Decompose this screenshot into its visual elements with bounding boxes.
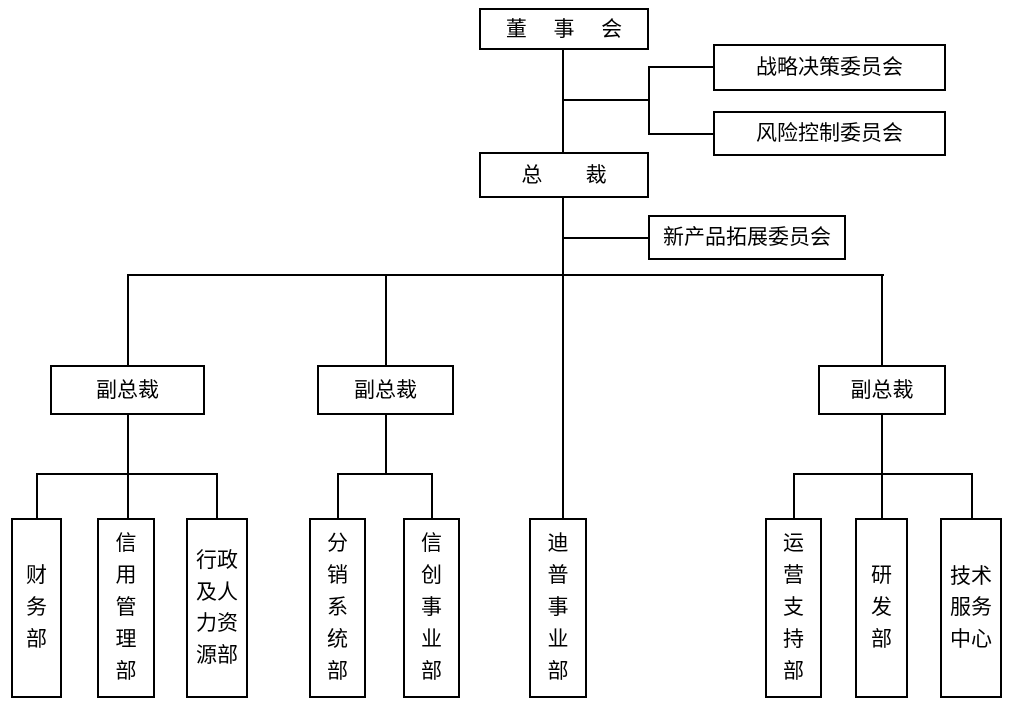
node-label: 新产品拓展委员会 — [663, 225, 831, 249]
node-label: 迪普事业部 — [547, 531, 569, 683]
connector-vp1-drop-hr — [216, 473, 218, 518]
node-board-of-directors[interactable]: 董 事 会 — [479, 8, 649, 50]
connector-to-risk-committee — [648, 133, 714, 135]
node-label: 副总裁 — [96, 377, 159, 402]
connector-vp1-drop-credit — [127, 473, 129, 518]
node-label: 总 裁 — [521, 162, 617, 187]
connector-vp2-stem — [385, 415, 387, 474]
connector-to-strategy-committee — [648, 66, 714, 68]
node-finance-department[interactable]: 财务部 — [11, 518, 62, 698]
connector-bus-drop-vp2 — [385, 274, 387, 365]
connector-vp1-drop-finance — [36, 473, 38, 518]
node-admin-hr-department[interactable]: 行政及人力资源部 — [186, 518, 248, 698]
node-vice-president-3[interactable]: 副总裁 — [818, 365, 946, 415]
node-dptech-business-unit[interactable]: 迪普事业部 — [529, 518, 587, 698]
node-label: 技术服务中心 — [950, 563, 992, 651]
connector-vp2-drop-xinchuang — [431, 473, 433, 518]
node-president[interactable]: 总 裁 — [479, 152, 649, 198]
node-strategy-committee[interactable]: 战略决策委员会 — [713, 44, 946, 91]
node-label: 财务部 — [26, 563, 47, 651]
node-vice-president-2[interactable]: 副总裁 — [317, 365, 454, 415]
node-label: 分销系统部 — [327, 531, 348, 683]
connector-committee-bracket — [648, 66, 650, 135]
connector-to-newproduct-committee — [562, 237, 650, 239]
node-credit-management-department[interactable]: 信用管理部 — [97, 518, 155, 698]
connector-bus-drop-vp1 — [127, 274, 129, 365]
node-operations-support-department[interactable]: 运营支持部 — [765, 518, 822, 698]
node-label: 信用管理部 — [115, 531, 137, 683]
connector-vp3-drop-ops — [793, 473, 795, 518]
node-label: 运营支持部 — [783, 531, 804, 683]
node-new-product-committee[interactable]: 新产品拓展委员会 — [648, 215, 846, 260]
connector-board-to-president — [562, 50, 564, 152]
node-vice-president-1[interactable]: 副总裁 — [50, 365, 205, 415]
node-label: 董 事 会 — [505, 16, 633, 41]
connector-vp2-bus — [337, 473, 433, 475]
connector-vp2-drop-distrib — [337, 473, 339, 518]
connector-vp3-stem — [881, 415, 883, 474]
connector-main-bus — [128, 274, 884, 276]
connector-vp3-bus — [793, 473, 973, 475]
node-label: 行政及人力资源部 — [196, 548, 238, 667]
node-risk-committee[interactable]: 风险控制委员会 — [713, 111, 946, 156]
node-distribution-system-department[interactable]: 分销系统部 — [309, 518, 366, 698]
node-technical-service-center[interactable]: 技术服务中心 — [940, 518, 1002, 698]
connector-vp3-drop-techsvc — [971, 473, 973, 518]
node-label: 副总裁 — [850, 377, 914, 402]
connector-president-center-stem — [562, 198, 564, 518]
node-label: 风险控制委员会 — [756, 121, 903, 145]
node-label: 信创事业部 — [421, 531, 442, 683]
node-label: 研发部 — [871, 563, 892, 651]
connector-vp3-drop-rnd — [881, 473, 883, 518]
node-label: 战略决策委员会 — [756, 55, 903, 79]
node-rnd-department[interactable]: 研发部 — [855, 518, 908, 698]
node-label: 副总裁 — [354, 377, 417, 402]
connector-bus-drop-vp3 — [881, 274, 883, 365]
node-xinchuang-business-unit[interactable]: 信创事业部 — [403, 518, 460, 698]
connector-vp1-stem — [127, 415, 129, 474]
connector-board-committee-stub — [562, 99, 650, 101]
